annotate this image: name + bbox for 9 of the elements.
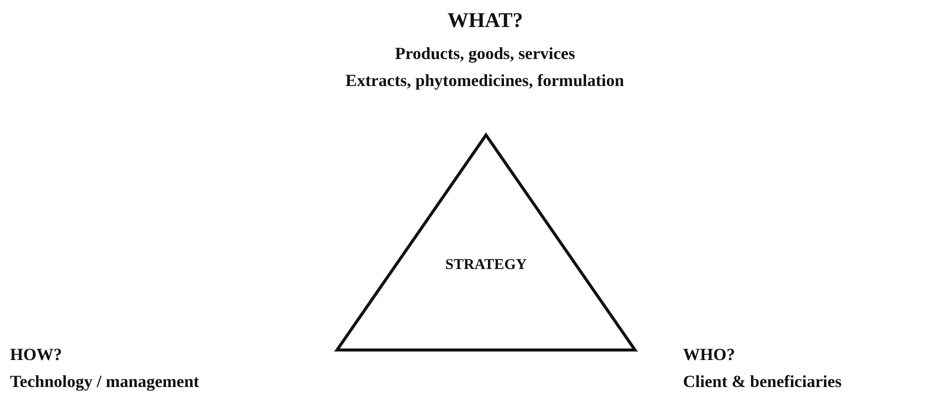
heading: WHO? (683, 345, 735, 365)
subheading: Client & beneficiaries (683, 372, 842, 392)
triangle-label: STRATEGY (444, 257, 528, 274)
heading: HOW? (10, 345, 62, 365)
subheading: Technology / management (10, 372, 200, 392)
subheading: Extracts, phytomedicines, formulation (346, 71, 624, 91)
strategy-triangle (335, 133, 637, 352)
subheading: Products, goods, services (395, 44, 576, 64)
heading: WHAT? (448, 8, 523, 33)
